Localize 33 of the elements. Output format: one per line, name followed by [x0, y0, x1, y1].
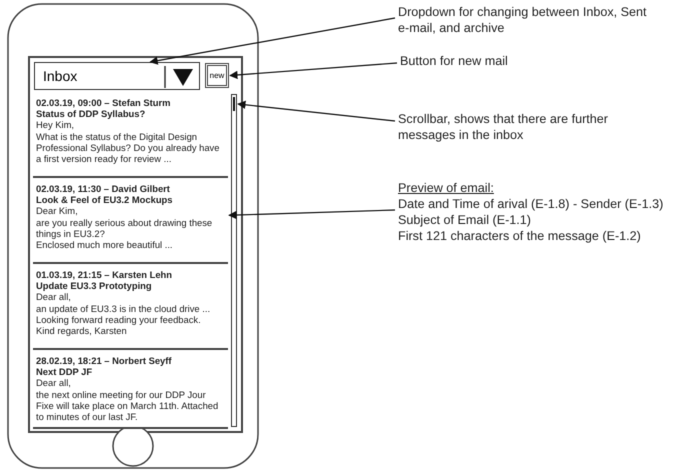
email-text: What is the status of the Digital Design Professional Syllabus? Do you already have a first version ready for review ... — [36, 130, 220, 164]
email-text: Looking forward reading your feedback. — [36, 314, 202, 326]
email-header: 28.02.19, 18:21 – Norbert Seyff — [36, 355, 172, 366]
email-text: Enclosed much more beautiful ... — [36, 239, 174, 250]
email-subject: Update EU3.3 Prototyping — [36, 280, 153, 292]
email-subject: Look & Feel of EU3.2 Mockups — [36, 194, 174, 206]
email-subject: Next DDP JF — [36, 366, 94, 378]
email-greeting: Dear all, — [36, 291, 72, 303]
arrow — [229, 62, 398, 80]
annotation-text: Scrollbar, shows that there are further messages in the inbox — [398, 111, 609, 143]
arrow — [228, 209, 396, 220]
annotation-text: First 121 characters of the message (E-1.2) — [398, 228, 642, 244]
annotation-text: Dropdown for changing between Inbox, Sent e-mail, and archive — [398, 4, 648, 36]
new-mail-button: new — [205, 63, 229, 88]
email-text: are you really serious about drawing these things in EU3.2? — [36, 216, 214, 240]
email-text: Kind regards, Karsten — [36, 325, 128, 336]
email-subject: Status of DDP Syllabus? — [36, 108, 146, 120]
email-text: the next online meeting for our DDP Jour Fixe will take place on March 11th. Attached to minutes of our last JF. — [36, 388, 220, 422]
dropdown-field: Inbox — [34, 62, 200, 90]
email-greeting: Dear all, — [36, 377, 72, 389]
email-greeting: Hey Kim, — [36, 119, 76, 131]
email-header: 01.03.19, 21:15 – Karsten Lehn — [36, 269, 174, 280]
annotation-text: Button for new mail — [400, 53, 509, 69]
scrollbar — [231, 94, 237, 427]
email-text: an update of EU3.3 is in the cloud drive ... — [36, 302, 212, 314]
email-header: 02.03.19, 09:00 – Stefan Sturm — [36, 97, 172, 108]
arrow — [149, 17, 396, 65]
annotation-text: Date and Time of arival (E-1.8) - Sender (E-1.3) — [398, 196, 664, 212]
email-greeting: Dear Kim, — [36, 205, 79, 217]
arrow — [237, 100, 396, 122]
annotation-heading: Preview of email: — [398, 180, 495, 196]
email-header: 02.03.19, 11:30 – David Gilbert — [36, 183, 171, 194]
annotation-text: Subject of Email (E-1.1) — [398, 212, 532, 228]
